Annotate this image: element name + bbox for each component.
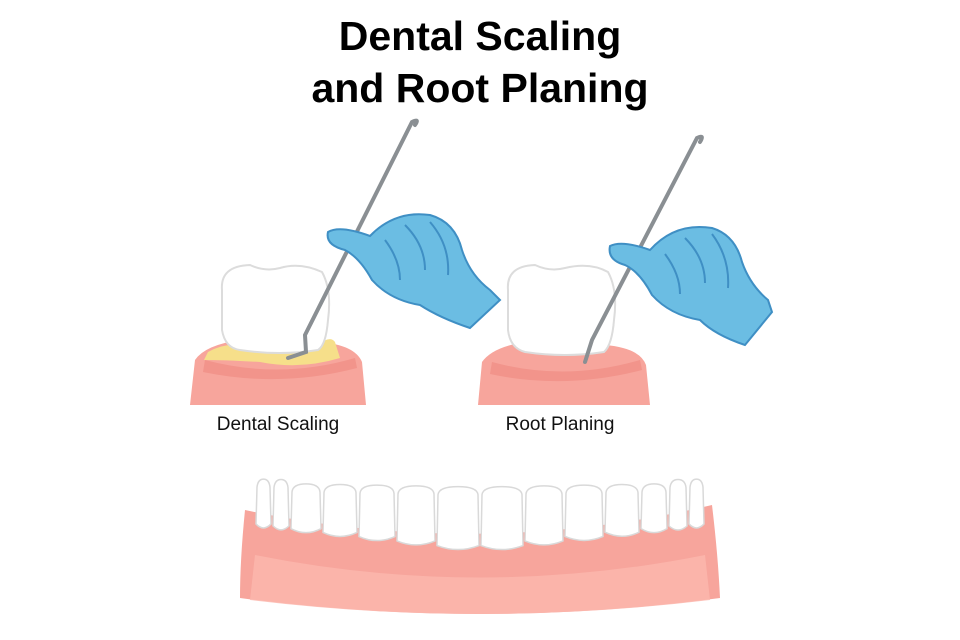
- tooth: [322, 483, 358, 538]
- tooth: [640, 483, 668, 534]
- tooth: [688, 478, 705, 529]
- tooth: [480, 485, 524, 551]
- dental-instrument: [286, 118, 419, 360]
- title-line-2: and Root Planing: [311, 65, 649, 111]
- glove-finger-lines: [384, 221, 450, 281]
- lower-jaw-illustration: [240, 478, 720, 614]
- root-planing-illustration: [478, 134, 774, 405]
- tooth: [668, 478, 688, 531]
- tooth: [358, 484, 396, 542]
- tooth: [564, 484, 604, 542]
- gum-shadow: [203, 358, 357, 380]
- tooth-crown: [220, 263, 331, 354]
- tooth: [396, 485, 436, 546]
- gum-shadow: [490, 360, 642, 382]
- lower-teeth: [255, 478, 705, 551]
- tooth: [436, 485, 480, 551]
- gloved-hand: [326, 213, 502, 330]
- gloved-hand: [608, 226, 774, 347]
- glove-finger-lines: [664, 233, 730, 295]
- tooth: [524, 485, 564, 546]
- jaw-gum-front: [250, 555, 710, 614]
- title-line-1: Dental Scaling: [338, 13, 622, 59]
- dental-scaling-label: Dental Scaling: [216, 414, 340, 435]
- tooth: [604, 483, 640, 537]
- tooth: [290, 483, 322, 534]
- tooth: [255, 478, 272, 529]
- tooth: [272, 478, 290, 531]
- dental-scaling-illustration: [190, 118, 502, 405]
- tooth-crown: [506, 263, 617, 356]
- root-planing-label: Root Planing: [505, 414, 615, 435]
- dental-instrument: [583, 134, 704, 364]
